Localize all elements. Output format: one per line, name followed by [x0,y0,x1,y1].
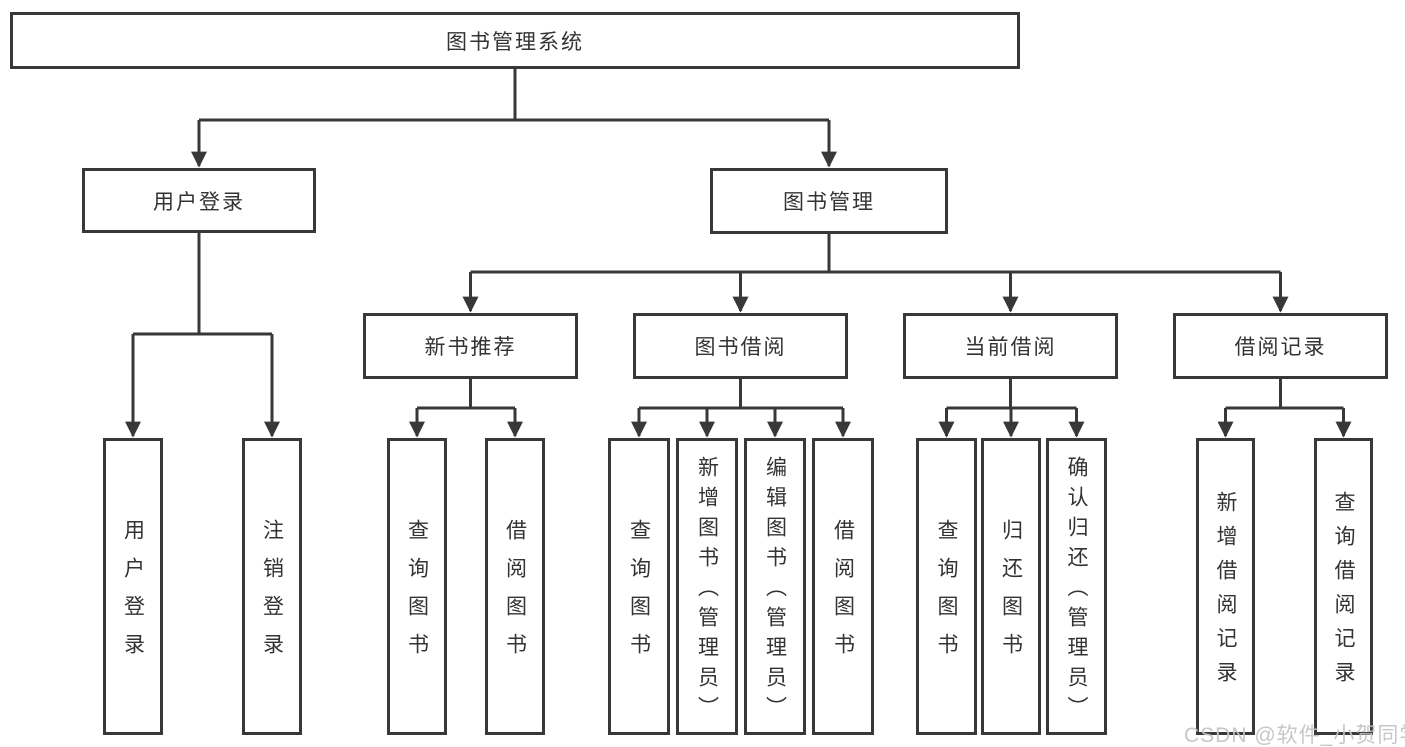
leaf-return-book-label: 归还图书 [999,519,1023,671]
node-current-borrow-label: 当前借阅 [964,336,1057,359]
leaf-edit-book-admin: 编辑图书（管理员） [744,438,806,735]
leaf-query-books-3-label: 查询图书 [935,519,958,671]
leaf-query-borrow-record-label: 查询借阅记录 [1332,491,1355,695]
edge-borrow-rail [639,379,843,410]
leaf-logout-label: 注销登录 [260,519,284,671]
edge-user-login-rail [133,233,272,336]
leaf-borrow-books-1-label: 借阅图书 [503,519,527,671]
leaf-user-login-label: 用户登录 [121,519,145,671]
leaf-add-book-admin: 新增图书（管理员） [676,438,738,735]
node-current-borrow: 当前借阅 [903,313,1118,379]
leaf-query-books-1-label: 查询图书 [405,519,429,671]
leaf-logout: 注销登录 [242,438,302,735]
node-book-management-label: 图书管理 [783,191,875,214]
edge-book-mgmt-rail [470,234,1281,274]
node-book-management: 图书管理 [710,168,948,234]
node-borrow-records-label: 借阅记录 [1234,336,1327,359]
leaf-confirm-return-admin: 确认归还（管理员） [1046,438,1107,735]
node-new-book-recommend-label: 新书推荐 [424,336,517,359]
leaf-confirm-return-admin-label: 确认归还（管理员） [1065,456,1088,726]
node-root-label: 图书管理系统 [446,30,584,54]
leaf-add-book-admin-label: 新增图书（管理员） [695,456,719,726]
edge-root-rail [199,69,829,122]
csdn-watermark: CSDN @软件_小贺同学 [1184,724,1405,747]
leaf-user-login: 用户登录 [103,438,163,735]
leaf-query-books-2-label: 查询图书 [627,519,651,671]
edge-new-rec-rail [417,379,515,410]
leaf-borrow-books-2-label: 借阅图书 [831,519,855,671]
leaf-borrow-books-2: 借阅图书 [812,438,874,735]
edge-records-rail [1225,379,1344,410]
node-book-borrow: 图书借阅 [633,313,848,379]
leaf-return-book: 归还图书 [981,438,1041,735]
edge-current-rail [946,379,1077,410]
node-root: 图书管理系统 [10,12,1020,69]
leaf-query-books-3: 查询图书 [916,438,977,735]
leaf-query-books-1: 查询图书 [387,438,447,735]
leaf-add-borrow-record: 新增借阅记录 [1196,438,1255,735]
leaf-edit-book-admin-label: 编辑图书（管理员） [763,456,787,726]
node-borrow-records: 借阅记录 [1173,313,1388,379]
leaf-query-books-2: 查询图书 [608,438,670,735]
leaf-borrow-books-1: 借阅图书 [485,438,545,735]
leaf-add-borrow-record-label: 新增借阅记录 [1214,491,1237,695]
node-user-login-label: 用户登录 [153,190,245,214]
node-user-login: 用户登录 [82,168,316,233]
leaf-query-borrow-record: 查询借阅记录 [1314,438,1373,735]
node-new-book-recommend: 新书推荐 [363,313,578,379]
node-book-borrow-label: 图书借阅 [694,336,787,359]
